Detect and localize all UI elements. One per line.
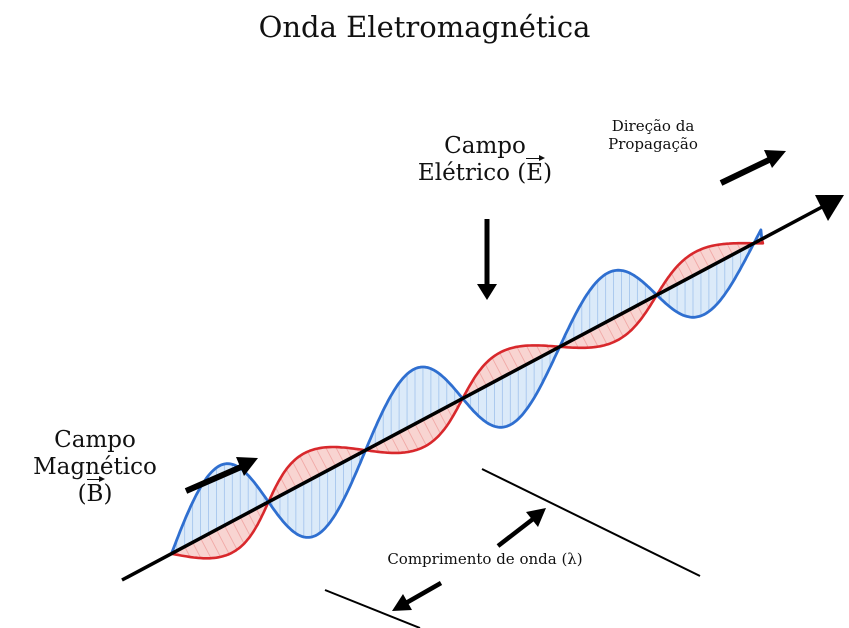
magnetic-field-label-open: ( [77,481,87,508]
propagation-direction-line1: Direção da [611,117,695,135]
magnetic-field-symbol: B [86,476,106,508]
magnetic-field-label: Campo Magnético (B) [20,427,170,508]
magnetic-field-pointer-arrow [184,464,243,494]
wavelength-arrow-down-head [392,594,412,611]
magnetic-field-label-line2: Magnético [33,454,157,481]
wavelength-arrow-down [404,581,443,605]
electric-field-label-close: ) [543,160,553,187]
diagram-title: Onda Eletromagnética [258,10,591,44]
magnetic-field-label-close: ) [103,481,113,508]
electric-field-pointer-arrowhead [477,284,497,300]
magnetic-field-pointer-arrowhead [236,457,258,476]
wavelength-arrow-up [496,517,535,548]
propagation-axis [121,205,823,582]
electric-field-label-text: Elétrico ( [417,160,527,187]
direction-pointer-arrowhead [764,150,786,168]
magnetic-field-label-line1: Campo [54,427,136,453]
electric-field-label: Campo Elétrico (E) [395,133,575,187]
wavelength-bracket-line-lower [324,589,421,628]
magnetic-field-label-line3: (B) [20,476,170,508]
electric-field-label-line1: Campo [444,133,526,159]
wavelength-label: Comprimento de onda (λ) [387,550,583,568]
wavelength-arrow-up-head [526,508,546,527]
electric-field-label-line2: Elétrico (E) [395,155,575,187]
propagation-direction-label: Direção da Propagação [583,117,723,153]
propagation-direction-line2: Propagação [608,134,698,153]
direction-pointer-arrow [719,156,773,186]
propagation-axis-arrowhead [815,195,844,221]
wavelength-bracket-line-upper [481,468,701,577]
electric-field-symbol: E [526,155,545,187]
